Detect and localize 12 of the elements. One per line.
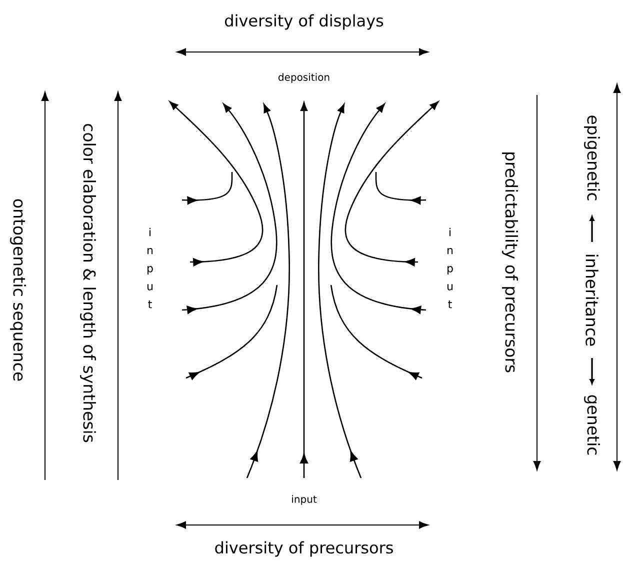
axis-label: ontogenetic sequence <box>10 199 26 381</box>
axis-label: predictability of precursors <box>502 152 518 372</box>
axis-label: inheritance <box>586 254 598 346</box>
text-label: diversity of displays <box>225 14 384 30</box>
vertical-label: i n p u t <box>447 228 453 308</box>
text-label: deposition <box>278 73 330 83</box>
axis-label: color elaboration & length of synthesis <box>80 124 96 442</box>
vertical-label: i n p u t <box>147 228 153 308</box>
axis-label: genetic <box>584 395 600 455</box>
axis-label: epigenetic <box>584 116 600 200</box>
text-label: diversity of precursors <box>215 541 393 557</box>
text-label: input <box>292 495 317 505</box>
